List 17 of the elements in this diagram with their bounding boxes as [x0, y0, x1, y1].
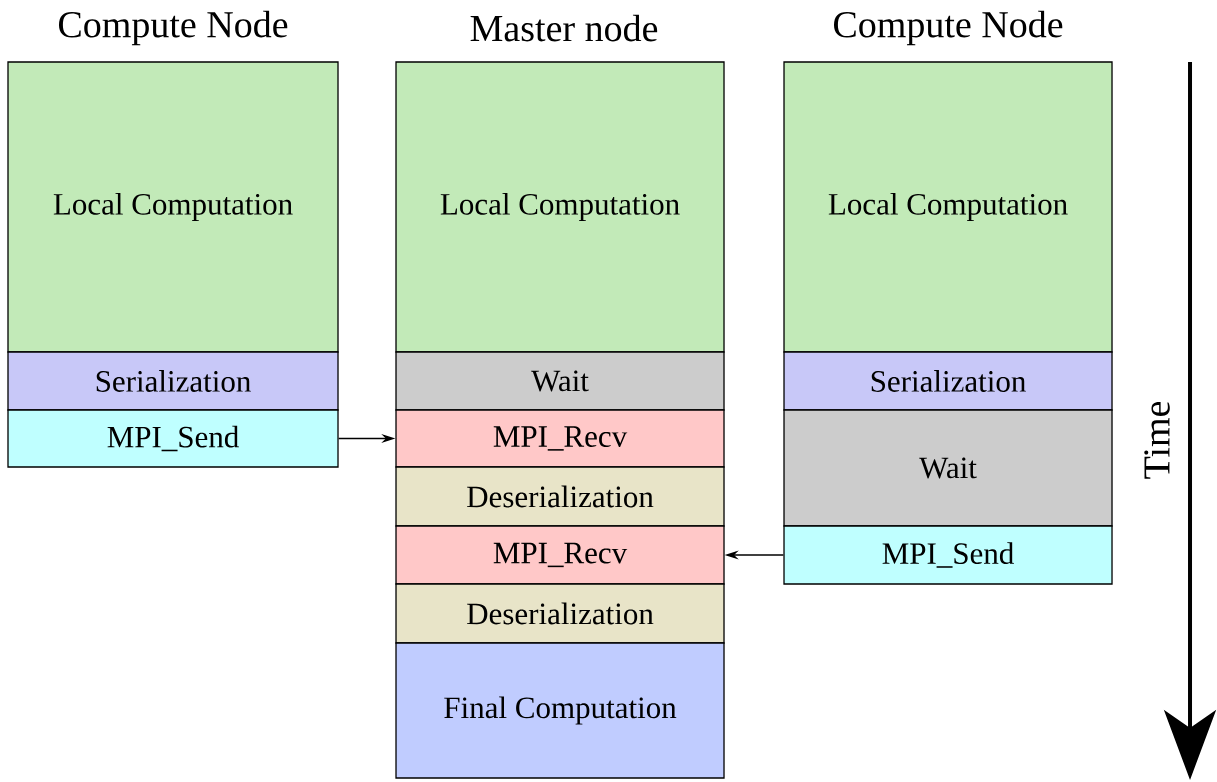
- task-block: MPI_Send: [783, 525, 1113, 585]
- task-block: Deserialization: [395, 583, 725, 644]
- task-block: Serialization: [783, 351, 1113, 411]
- task-block: MPI_Recv: [395, 525, 725, 585]
- task-block: Wait: [783, 409, 1113, 527]
- column-heading: Compute Node: [834, 10, 1063, 46]
- task-block: Local Computation: [783, 61, 1113, 353]
- task-block: Wait: [395, 351, 725, 411]
- task-block: Final Computation: [395, 642, 725, 779]
- task-block: MPI_Recv: [395, 409, 725, 468]
- task-block: Deserialization: [395, 466, 725, 527]
- time-label: Time: [1144, 401, 1170, 479]
- task-block: MPI_Send: [7, 409, 339, 468]
- task-block: Serialization: [7, 351, 339, 411]
- column-heading: Compute Node: [59, 10, 288, 46]
- task-block: Local Computation: [395, 61, 725, 353]
- task-block: Local Computation: [7, 61, 339, 353]
